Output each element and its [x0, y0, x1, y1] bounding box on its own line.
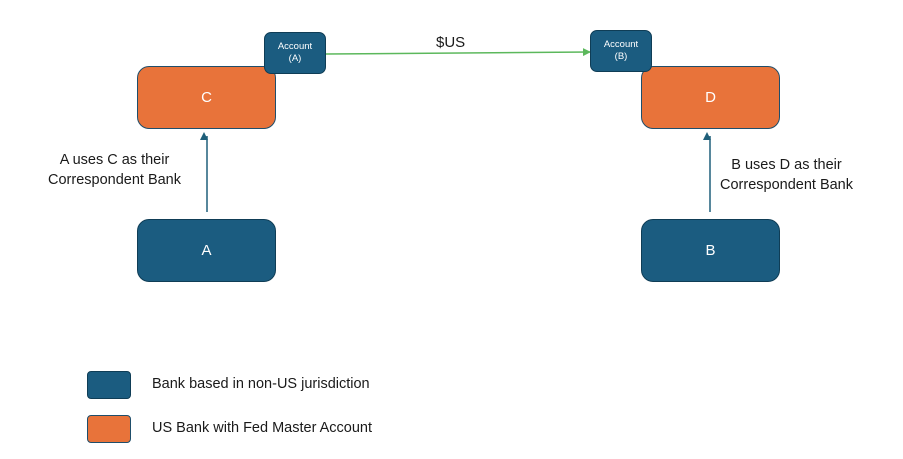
a-uses-c-line2: Correspondent Bank [48, 172, 181, 188]
account-a-node: Account (A) [264, 32, 326, 74]
bank-a-node: A [137, 219, 276, 282]
bank-a-label: A [201, 242, 212, 259]
account-b-line2: (B) [614, 51, 628, 62]
bank-d-label: D [705, 89, 716, 106]
b-uses-d-label: B uses D as their Correspondent Bank [720, 155, 853, 195]
a-uses-c-label: A uses C as their Correspondent Bank [48, 150, 181, 190]
account-b-line1: Account [603, 39, 639, 50]
legend-label-non-us: Bank based in non-US jurisdiction [152, 376, 370, 392]
b-uses-d-line1: B uses D as their [731, 157, 842, 173]
account-a-line1: Account [277, 41, 313, 52]
legend-swatch-non-us [87, 371, 131, 399]
bank-d-node: D [641, 66, 780, 129]
legend-swatch-us [87, 415, 131, 443]
bank-b-node: B [641, 219, 780, 282]
bank-c-label: C [201, 89, 212, 106]
transfer-arrow [325, 48, 591, 57]
account-a-line2: (A) [288, 53, 302, 64]
legend-label-us: US Bank with Fed Master Account [152, 420, 373, 436]
bank-c-node: C [137, 66, 276, 129]
bank-b-label: B [705, 242, 716, 259]
transfer-label: $US [436, 34, 466, 51]
a-uses-c-line1: A uses C as their [59, 152, 170, 168]
b-uses-d-line2: Correspondent Bank [720, 177, 853, 193]
account-b-node: Account (B) [590, 30, 652, 72]
